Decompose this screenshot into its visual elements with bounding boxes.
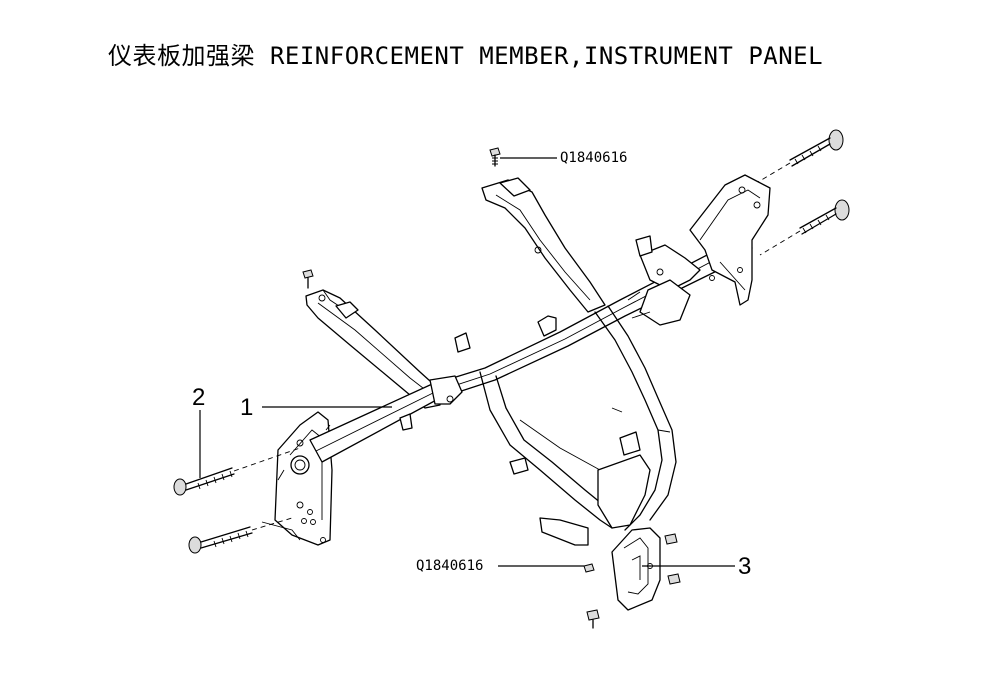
right-bolt-lower xyxy=(759,199,850,256)
callout-3: 3 xyxy=(738,553,752,580)
main-cross-beam xyxy=(309,237,753,463)
part-number-top-bolt: Q1840616 xyxy=(560,150,628,166)
small-bolt-left-arm xyxy=(302,269,314,289)
diagram-title: 仪表板加强梁 REINFORCEMENT MEMBER,INSTRUMENT P… xyxy=(108,42,824,70)
part-2-bolt-upper xyxy=(173,447,301,496)
small-bolt-bottom-center xyxy=(583,533,681,629)
right-end-bracket xyxy=(627,174,771,326)
part-number-bottom-bolt: Q1840616 xyxy=(416,558,484,574)
part-3-bracket xyxy=(611,527,661,611)
callout-1: 1 xyxy=(240,394,254,421)
right-bolt-upper xyxy=(757,129,844,183)
left-upper-arm xyxy=(305,289,441,409)
small-bolt-top xyxy=(489,147,501,167)
callout-2: 2 xyxy=(192,384,206,411)
part-2-bolt-lower xyxy=(188,517,293,554)
lower-center-frame xyxy=(479,305,677,546)
center-upper-arm xyxy=(481,177,606,313)
left-end-bracket xyxy=(261,411,333,546)
